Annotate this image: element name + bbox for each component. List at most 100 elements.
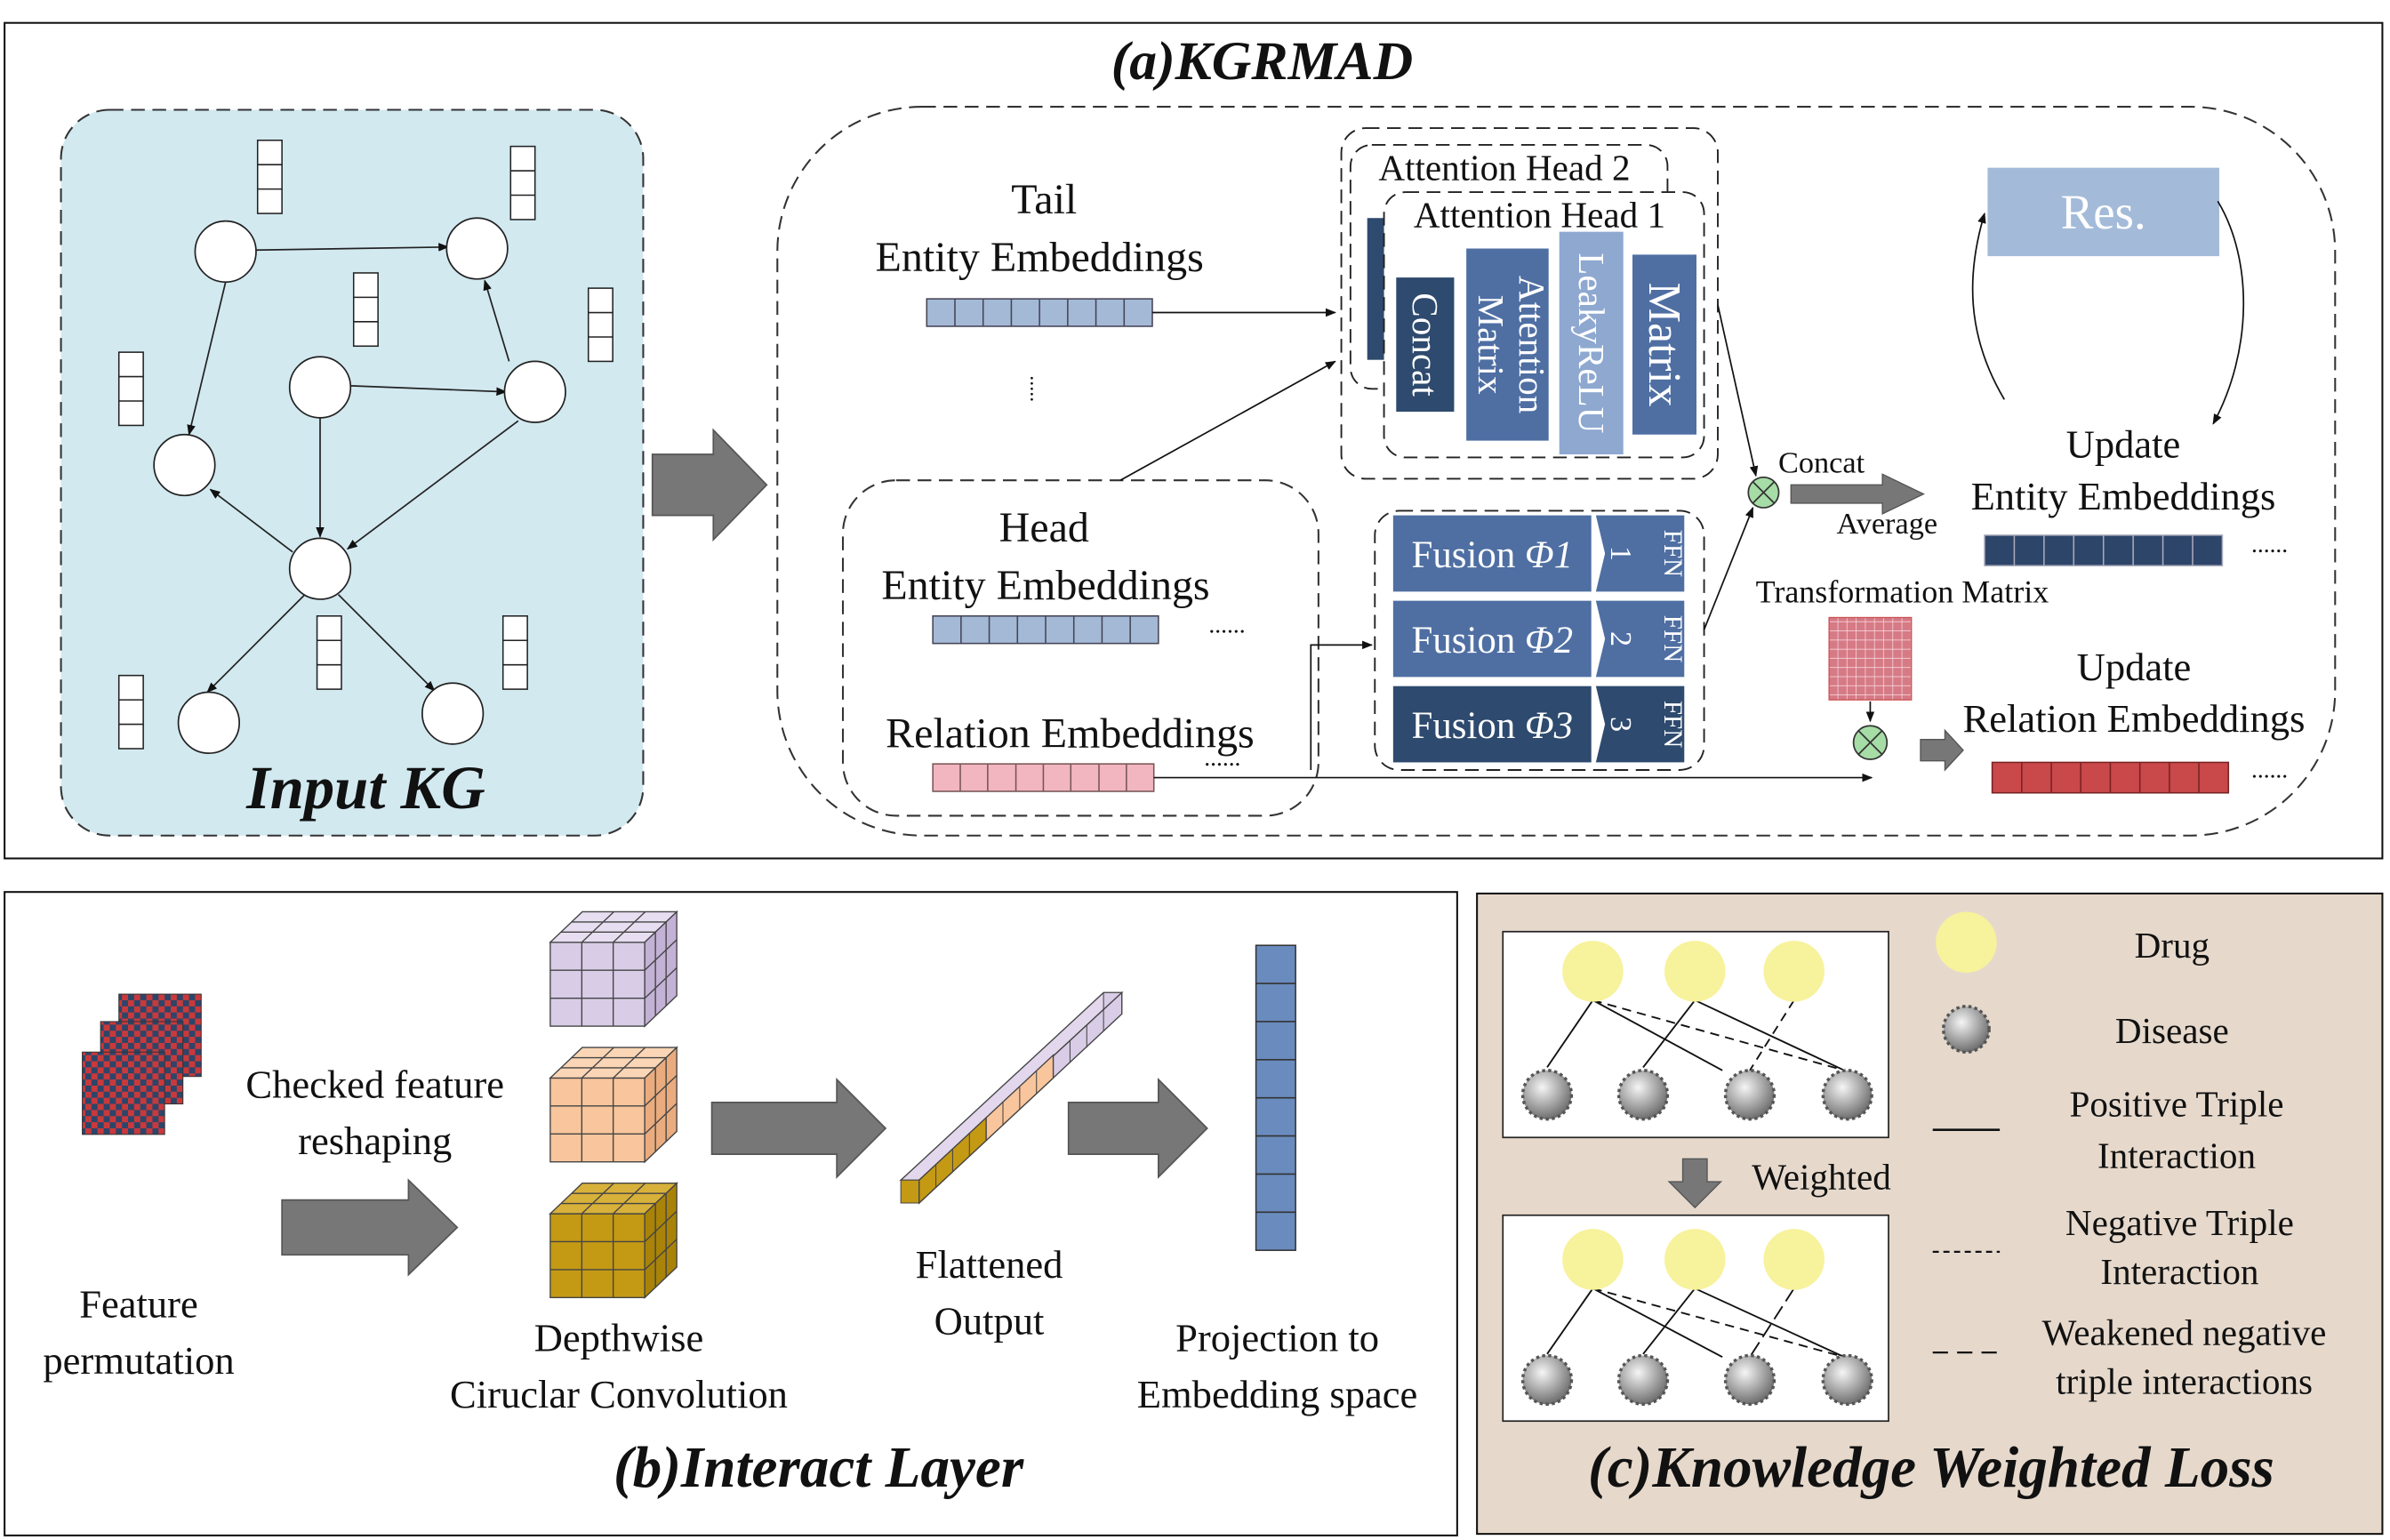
fusion-3-label: Fusion Φ3: [1412, 705, 1573, 747]
graph-after: [1502, 1214, 1889, 1423]
legend-negative-2: Interaction: [2100, 1251, 2258, 1292]
panel-c: Weighted Drug Disease Positive Triple In…: [1476, 892, 2384, 1536]
concat-block: [1396, 277, 1455, 413]
fusion-1-label: Fusion Φ1: [1412, 534, 1573, 576]
depthwise-line2: Ciruclar Convolution: [450, 1372, 788, 1416]
graph-before: [1502, 930, 1889, 1139]
cube-gold: [549, 1182, 678, 1299]
node-vector: [256, 139, 283, 214]
legend-weakened-2: triple interactions: [2056, 1360, 2313, 1401]
relation-embedding-vector: [932, 763, 1155, 792]
ffn-2-label: FFN: [1658, 615, 1687, 662]
res-label: Res.: [2061, 185, 2146, 239]
feature-permutation-stack: [82, 993, 202, 1135]
cube-orange: [549, 1046, 678, 1164]
node-vector: [352, 272, 379, 348]
panel-b-title: (b)Interact Layer: [614, 1436, 1024, 1500]
tail-label-line1: Tail: [1011, 176, 1077, 223]
cube-purple: [549, 910, 678, 1028]
disease-legend-icon: [1941, 1005, 1991, 1054]
head-label-line1: Head: [999, 504, 1089, 551]
multiply-operator-icon: [1852, 725, 1889, 760]
flattened-output-bar: [899, 991, 1124, 1205]
fusion-2-label: Fusion Φ2: [1412, 620, 1573, 662]
relation-update-arrow-icon: [1920, 728, 1964, 772]
relation-label: Relation Embeddings: [886, 710, 1255, 757]
kg-node: [177, 691, 240, 754]
concat-arrow-icon: [1790, 473, 1926, 515]
attention-region: [776, 106, 2337, 837]
ffn-1-num: 1: [1604, 546, 1638, 561]
kg-node: [194, 220, 257, 284]
average-label: Average: [1837, 507, 1938, 541]
weighted-arrow-icon: [1667, 1158, 1723, 1209]
legend-weakened-1: Weakened negative: [2042, 1311, 2327, 1352]
concat-operator-icon: [1747, 476, 1780, 509]
head-label-line2: Entity Embeddings: [881, 562, 1209, 609]
checked-reshaping-line1: Checked feature: [245, 1063, 504, 1107]
tail-embedding-vector: [926, 298, 1153, 327]
update-entity-line2: Entity Embeddings: [1971, 474, 2276, 518]
projection-vector: [1255, 944, 1296, 1251]
head-embedding-vector: [932, 615, 1159, 645]
node-vector: [587, 287, 614, 363]
node-vector: [117, 351, 144, 427]
feature-permutation-line2: permutation: [43, 1338, 234, 1383]
transformation-matrix-grid: [1828, 616, 1913, 701]
depthwise-line1: Depthwise: [534, 1315, 704, 1360]
input-kg-label: Input KG: [245, 754, 485, 822]
attention-matrix-label-2: Matrix: [1471, 295, 1512, 395]
kg-node: [445, 217, 509, 280]
attention-heads: Attention Head 2 Attention Head 1 Concat…: [1340, 127, 1719, 480]
panel-c-title: (c)Knowledge Weighted Loss: [1588, 1436, 2274, 1500]
node-vector: [509, 145, 536, 221]
legend-negative-1: Negative Triple: [2065, 1202, 2294, 1243]
legend-disease: Disease: [2115, 1010, 2229, 1051]
input-kg: Input KG: [60, 108, 645, 837]
leaky-relu-block: [1559, 231, 1624, 455]
transformation-matrix-label: Transformation Matrix: [1756, 573, 2049, 609]
concat-label: Concat: [1778, 446, 1865, 480]
projection-line1: Projection to: [1175, 1315, 1379, 1360]
legend: Drug Disease Positive Triple Interaction…: [1932, 911, 2327, 1401]
flattened-line1: Flattened: [916, 1242, 1063, 1287]
conv-arrow-icon: [710, 1078, 887, 1179]
feature-permutation-line1: Feature: [79, 1282, 198, 1327]
big-arrow-right-icon: [651, 428, 768, 542]
tail-label-line2: Entity Embeddings: [876, 234, 1204, 281]
fusion-blocks: Fusion Φ1 Fusion Φ2 Fusion Φ3 FFN 1 FFN …: [1374, 509, 1705, 771]
update-relation-vector: [1991, 761, 2230, 794]
drug-legend-icon: [1936, 911, 1997, 974]
panel-a-title: (a)KGRMAD: [1111, 31, 1413, 92]
ffn-1-label: FFN: [1658, 530, 1687, 577]
ffn-3-num: 3: [1604, 717, 1638, 732]
update-relation-line1: Update: [2077, 645, 2192, 689]
reshape-arrow-icon: [281, 1178, 459, 1277]
kg-node: [421, 682, 485, 745]
node-vector: [501, 615, 528, 690]
matrix-block-label: Matrix: [1639, 283, 1689, 407]
attention-matrix-block: [1466, 248, 1549, 441]
update-entity-line1: Update: [2066, 421, 2181, 466]
legend-drug: Drug: [2135, 925, 2210, 966]
leaky-relu-label: LeakyReLU: [1571, 253, 1612, 433]
attention-head-1-label: Attention Head 1: [1414, 195, 1665, 236]
kg-node: [288, 356, 352, 419]
projection-arrow-icon: [1067, 1078, 1208, 1179]
panel-b: Checked feature reshaping Feature permut…: [4, 891, 1458, 1536]
legend-positive-2: Interaction: [2097, 1135, 2256, 1176]
update-relation-ellipsis: ......: [2251, 757, 2288, 783]
node-vector: [117, 674, 144, 750]
head-ellipsis: ......: [1208, 612, 1245, 638]
ffn-3-label: FFN: [1658, 701, 1687, 748]
kg-node: [503, 360, 566, 423]
res-block: [1987, 167, 2219, 257]
ffn-2-num: 2: [1604, 631, 1638, 646]
projection-line2: Embedding space: [1137, 1372, 1418, 1416]
concat-block-label: Concat: [1405, 293, 1446, 397]
checked-reshaping-line2: reshaping: [298, 1119, 452, 1163]
relation-ellipsis: ......: [1204, 744, 1240, 771]
legend-positive-1: Positive Triple: [2069, 1083, 2283, 1124]
update-entity-vector: [1984, 534, 2224, 566]
